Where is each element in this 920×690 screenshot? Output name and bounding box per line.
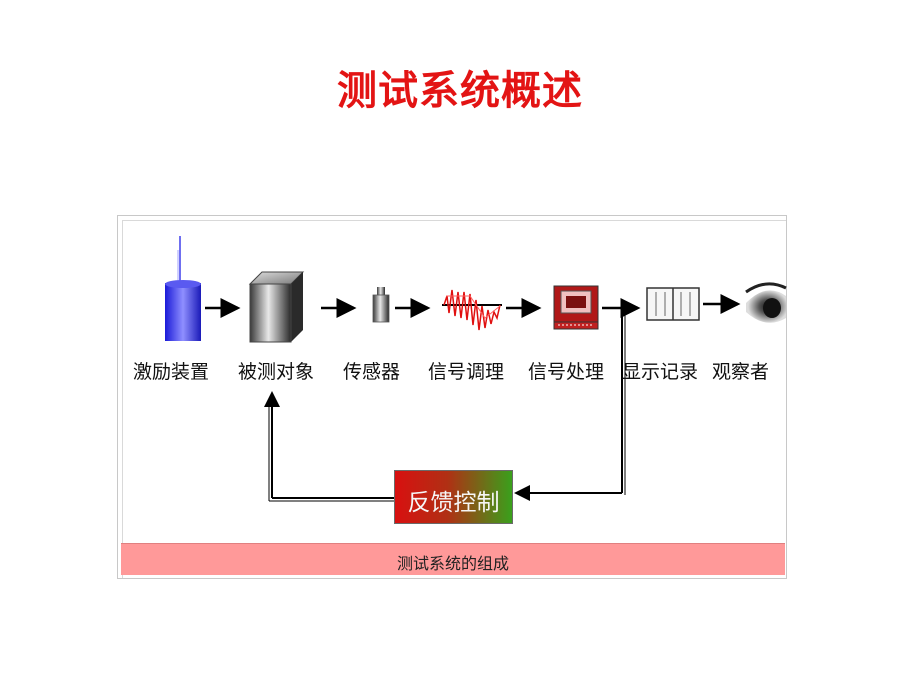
label-signal-processing: 信号处理 <box>528 361 605 383</box>
label-test-object: 被测对象 <box>238 361 315 383</box>
label-exciter: 激励装置 <box>133 361 210 383</box>
label-observer: 观察者 <box>712 361 770 383</box>
record-book-icon <box>646 287 700 321</box>
computer-icon <box>553 285 599 330</box>
waveform-icon <box>442 289 502 331</box>
label-sensor: 传感器 <box>343 361 401 383</box>
exciter-cylinder-icon <box>165 236 201 341</box>
diagram-caption: 测试系统的组成 <box>396 554 509 573</box>
page-title: 测试系统概述 <box>337 67 583 114</box>
feedback-control-box: 反馈控制 <box>394 470 513 524</box>
label-signal-conditioning: 信号调理 <box>428 361 505 383</box>
test-object-cube-icon <box>248 271 305 343</box>
caption-bar: 测试系统的组成 <box>121 543 785 575</box>
feedback-loop <box>264 308 626 502</box>
diagram-frame-inner <box>122 220 786 578</box>
eye-icon <box>745 282 787 323</box>
sensor-icon <box>372 287 390 323</box>
label-display-record: 显示记录 <box>622 361 699 383</box>
feedback-control-label: 反馈控制 <box>407 490 500 516</box>
